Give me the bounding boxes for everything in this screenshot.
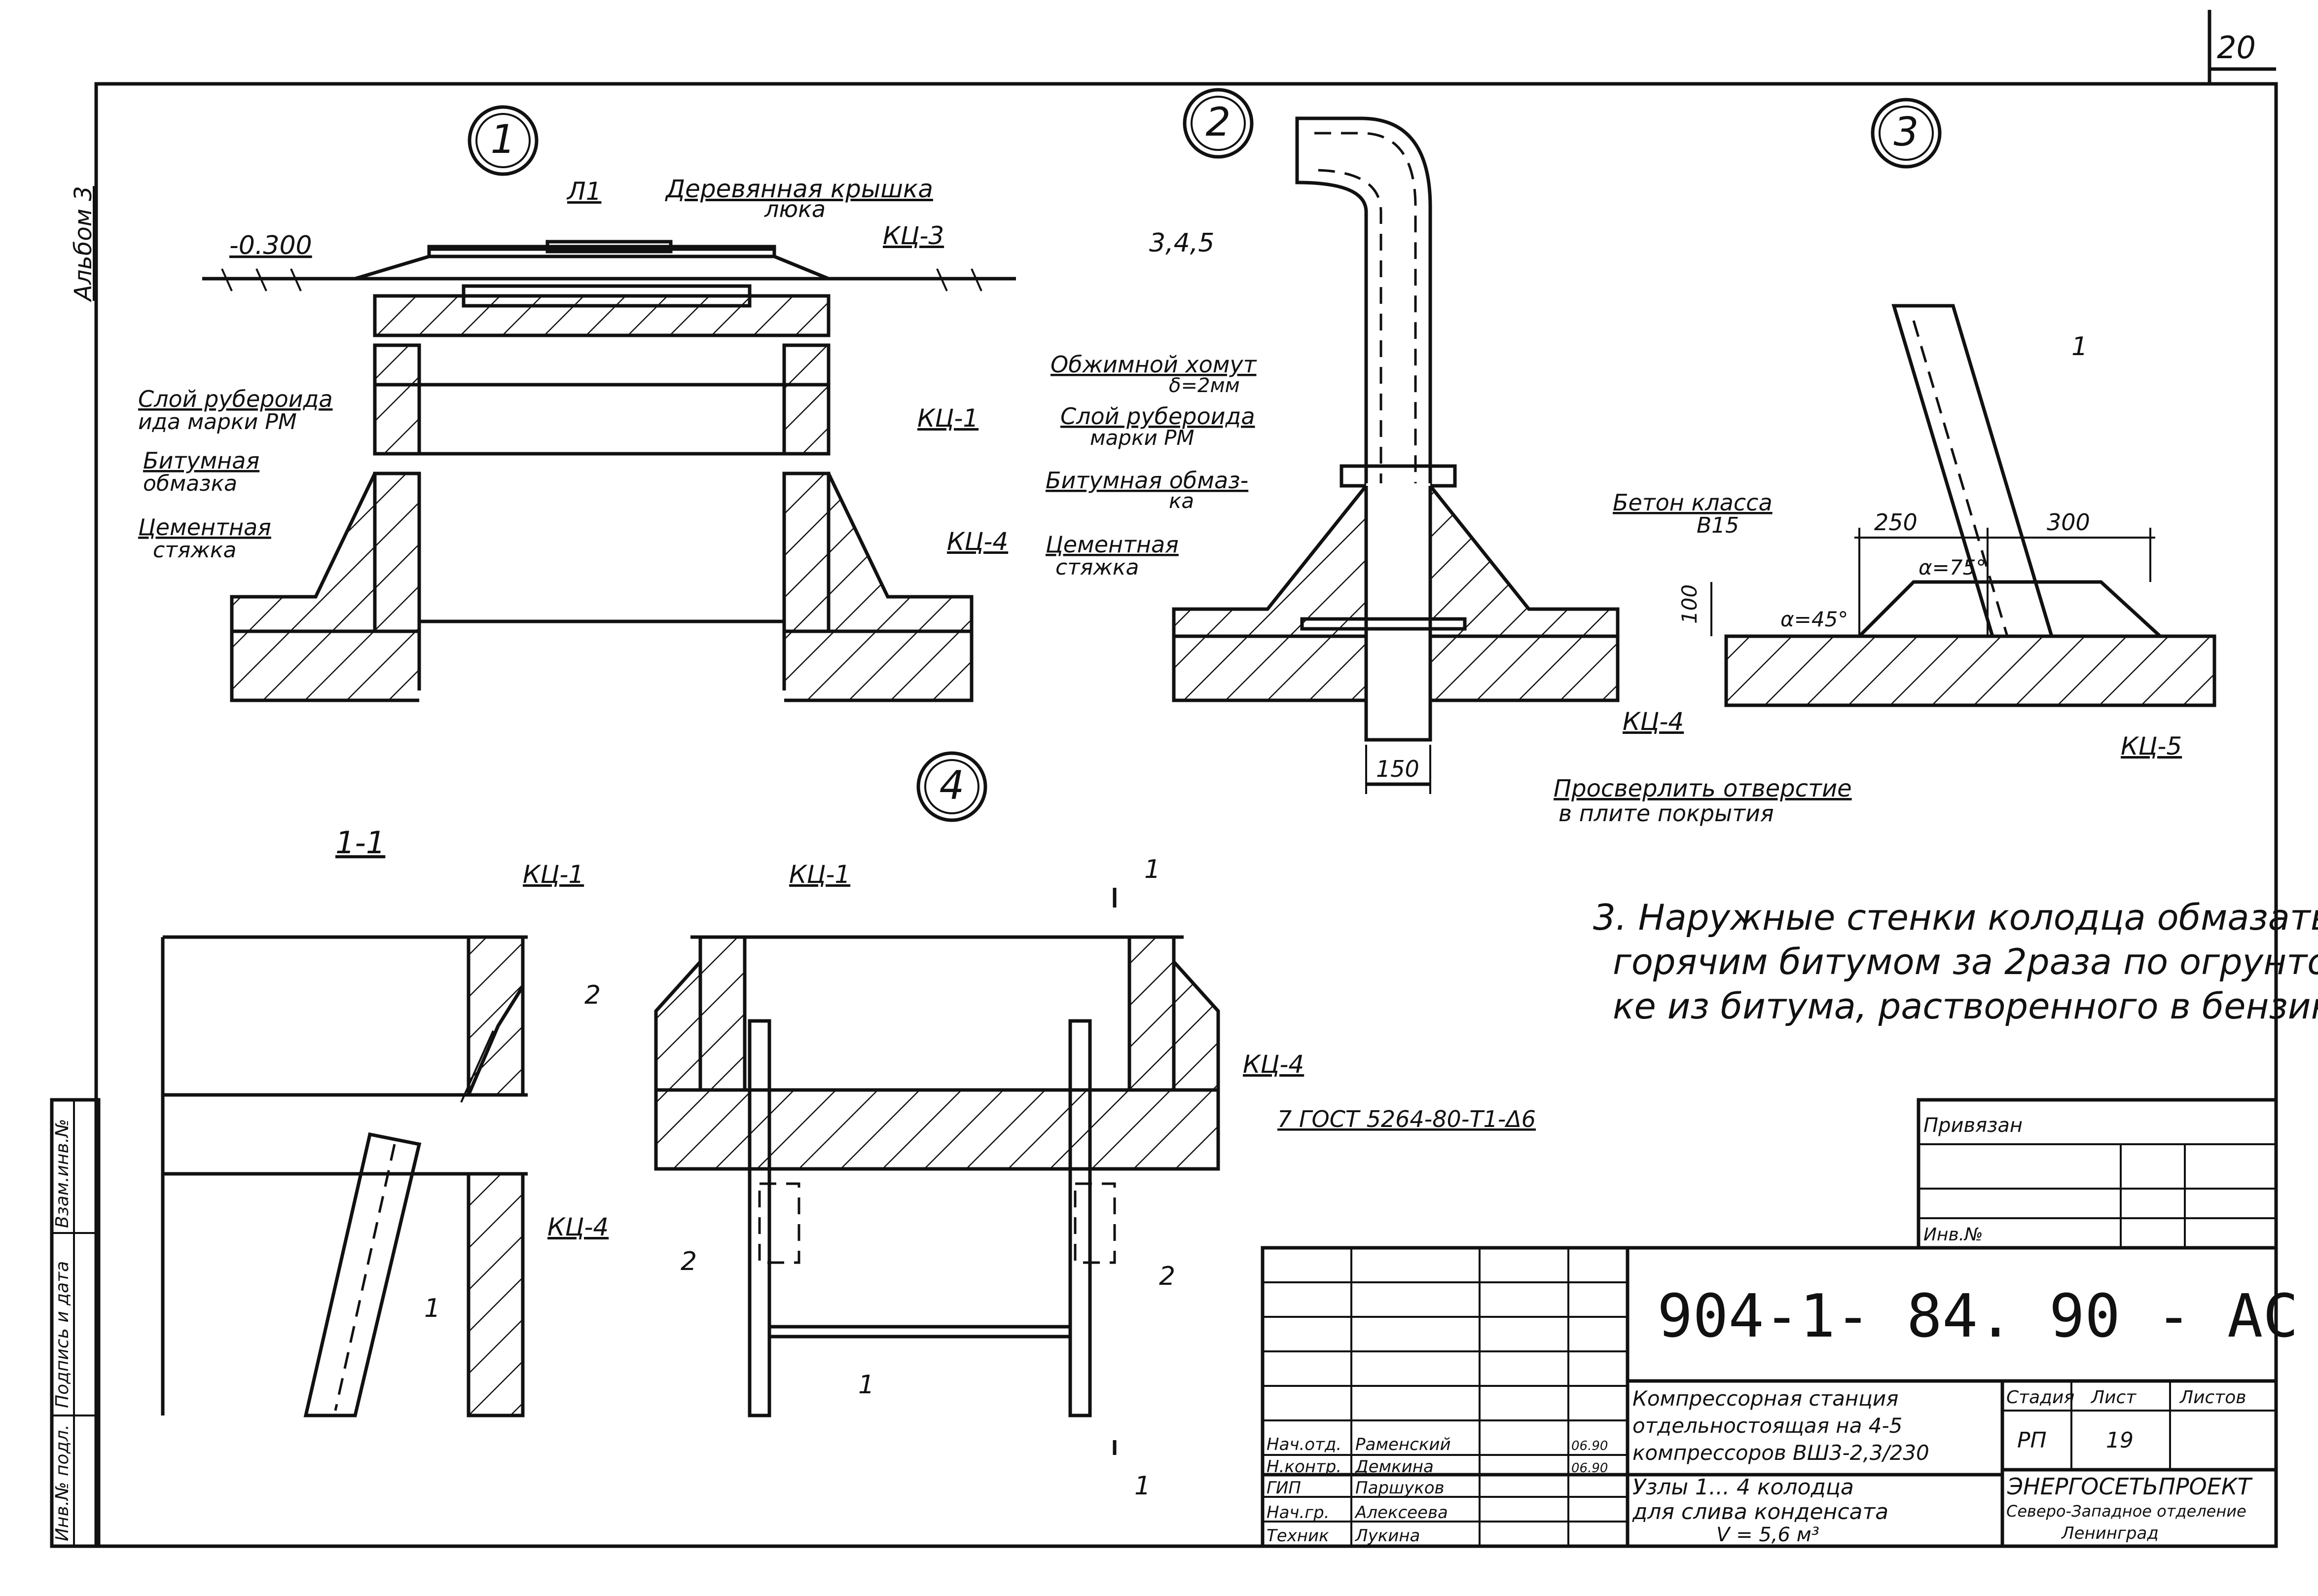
node-3-dim-250: 250 — [1874, 509, 1918, 536]
node-2-bit-2: ка — [1169, 489, 1194, 513]
node-1-kc3: КЦ-3 — [883, 221, 944, 250]
node-1-cover-2: люка — [764, 196, 826, 222]
note-line-2: горячим битумом за 2раза по огрунтов- — [1613, 941, 2318, 982]
project-line-2: отдельностоящая на 4-5 — [1632, 1414, 1902, 1438]
stamp-vzam-inv: Взам.инв.№ — [52, 1119, 72, 1228]
node-4-detail — [654, 888, 1220, 1455]
project-line-1: Компрессорная станция — [1632, 1386, 1898, 1411]
row-2-name: Демкина — [1354, 1457, 1434, 1477]
node-4-kc1: КЦ-1 — [789, 860, 850, 889]
node-2-drill-1: Просверлить отверстие — [1554, 775, 1852, 802]
row-2-date: 06.90 — [1571, 1461, 1608, 1476]
node-2-number: 2 — [1206, 99, 1231, 145]
section-kc4: КЦ-4 — [547, 1213, 609, 1241]
header-sheets: Листов — [2179, 1387, 2246, 1408]
node-2-roof-2: марки РМ — [1090, 426, 1195, 450]
node-4-pos-2b: 2 — [1159, 1262, 1175, 1291]
section-pos-1: 1 — [424, 1294, 440, 1323]
attached-inv: Инв.№ — [1923, 1225, 1983, 1245]
header-stage: Стадия — [2006, 1387, 2074, 1408]
row-4-name: Алексеева — [1354, 1503, 1448, 1523]
node-2-kc4: КЦ-4 — [1623, 707, 1684, 736]
section-pos-2: 2 — [584, 980, 601, 1010]
sheet-frame — [94, 10, 2278, 1548]
node-3-detail — [1710, 304, 2216, 707]
row-5-name: Лукина — [1354, 1526, 1420, 1546]
node-3-angle-45: α=45° — [1780, 607, 1848, 631]
album-label: Альбом 3 — [70, 186, 97, 302]
node-3-dim-100: 100 — [1677, 584, 1702, 624]
node-1-mark: -0.300 — [229, 231, 312, 260]
node-4-pos-2a: 2 — [681, 1247, 697, 1276]
node-2-clamp-2: δ=2мм — [1169, 374, 1240, 397]
node-2-pos: 3,4,5 — [1149, 228, 1214, 258]
node-4-kc4: КЦ-4 — [1243, 1050, 1304, 1079]
node-markers — [468, 88, 1942, 822]
node-3-pos: 1 — [2071, 332, 2088, 362]
org-line-2: Северо-Западное отделение — [2006, 1502, 2246, 1521]
node-2-cem-2: стяжка — [1055, 555, 1139, 580]
node-4-number: 4 — [940, 762, 965, 808]
node-1-kc4: КЦ-4 — [947, 527, 1008, 556]
org-line-3: Ленинград — [2061, 1523, 2159, 1543]
row-1-name: Раменский — [1355, 1435, 1451, 1454]
stamp-inv-podl: Инв.№ подл. — [52, 1424, 72, 1541]
node-2-roof-1: Слой рубероида — [1060, 403, 1255, 430]
sheet-title-3: V = 5,6 м³ — [1716, 1523, 1819, 1546]
node-2-dim-150: 150 — [1376, 756, 1419, 782]
row-5-role: Техник — [1267, 1526, 1329, 1546]
doc-code: 904-1- 84. 90 - АС — [1657, 1282, 2298, 1351]
node-3-concrete-1: Бетон класса — [1613, 489, 1773, 516]
node-1-detail — [202, 240, 1016, 710]
page-number: 20 — [2217, 30, 2256, 66]
node-2-drill-2: в плите покрытия — [1558, 800, 1774, 827]
project-line-3: компрессоров ВШ3-2,3/230 — [1632, 1441, 1929, 1465]
node-3-concrete-2: В15 — [1697, 513, 1739, 538]
note-line-3: ке из битума, растворенного в бензине. — [1613, 985, 2318, 1027]
node-3-number: 3 — [1894, 109, 1919, 155]
node-1-number: 1 — [491, 116, 516, 162]
row-3-role: ГИП — [1267, 1478, 1301, 1498]
stamp-signature-date: Подпись и дата — [52, 1261, 72, 1408]
note-line-1: 3. Наружные стенки колодца обмазать — [1593, 897, 2318, 938]
node-4-weld: 7 ГОСТ 5264-80-Т1-Δ6 — [1277, 1106, 1536, 1132]
row-1-role: Нач.отд. — [1267, 1435, 1341, 1454]
row-4-role: Нач.гр. — [1267, 1503, 1330, 1523]
node-2-clamp-1: Обжимной хомут — [1050, 351, 1257, 378]
node-2-cem-1: Цементная — [1046, 531, 1179, 558]
node-1-l1: Л1 — [566, 177, 601, 206]
sheet-title-2: для слива конденсата — [1632, 1499, 1888, 1524]
row-2-role: Н.контр. — [1267, 1457, 1341, 1477]
node-4-cut-bottom: 1 — [1134, 1471, 1151, 1501]
attached-label: Привязан — [1923, 1114, 2023, 1137]
node-1-kc1: КЦ-1 — [917, 404, 978, 433]
node-1-roof-1: Слой рубероида — [138, 386, 333, 412]
node-3-angle-75: α=75° — [1919, 555, 1986, 580]
section-kc1: КЦ-1 — [523, 860, 584, 889]
header-sheet: Лист — [2090, 1387, 2137, 1408]
section-title: 1-1 — [335, 825, 385, 861]
node-2-bit-1: Битумная обмаз- — [1046, 467, 1248, 494]
section-1-1 — [161, 935, 528, 1417]
node-4-cut-top: 1 — [1144, 855, 1160, 884]
stage-value: РП — [2017, 1428, 2047, 1453]
node-1-cover: Деревянная крышка — [665, 175, 933, 203]
node-2-detail — [1172, 116, 1620, 794]
node-4-pos-1: 1 — [858, 1370, 874, 1400]
node-3-dim-300: 300 — [2047, 509, 2090, 536]
row-3-name: Паршуков — [1355, 1478, 1445, 1498]
node-1-roof-2: ида марки РМ — [138, 409, 297, 435]
sheet-value: 19 — [2106, 1428, 2134, 1453]
node-1-cem-2: стяжка — [153, 538, 236, 563]
row-1-date: 06.90 — [1571, 1439, 1608, 1453]
node-1-cem-1: Цементная — [138, 514, 271, 541]
org-line-1: ЭНЕРГОСЕТЬПРОЕКТ — [2007, 1473, 2253, 1500]
node-3-kc5: КЦ-5 — [2121, 732, 2182, 761]
side-stamps — [50, 1098, 101, 1548]
node-1-bit-2: обмазка — [143, 471, 237, 496]
node-1-bit-1: Битумная — [143, 447, 259, 474]
title-block — [1261, 1246, 2278, 1548]
sheet-title-1: Узлы 1... 4 колодца — [1632, 1475, 1854, 1500]
